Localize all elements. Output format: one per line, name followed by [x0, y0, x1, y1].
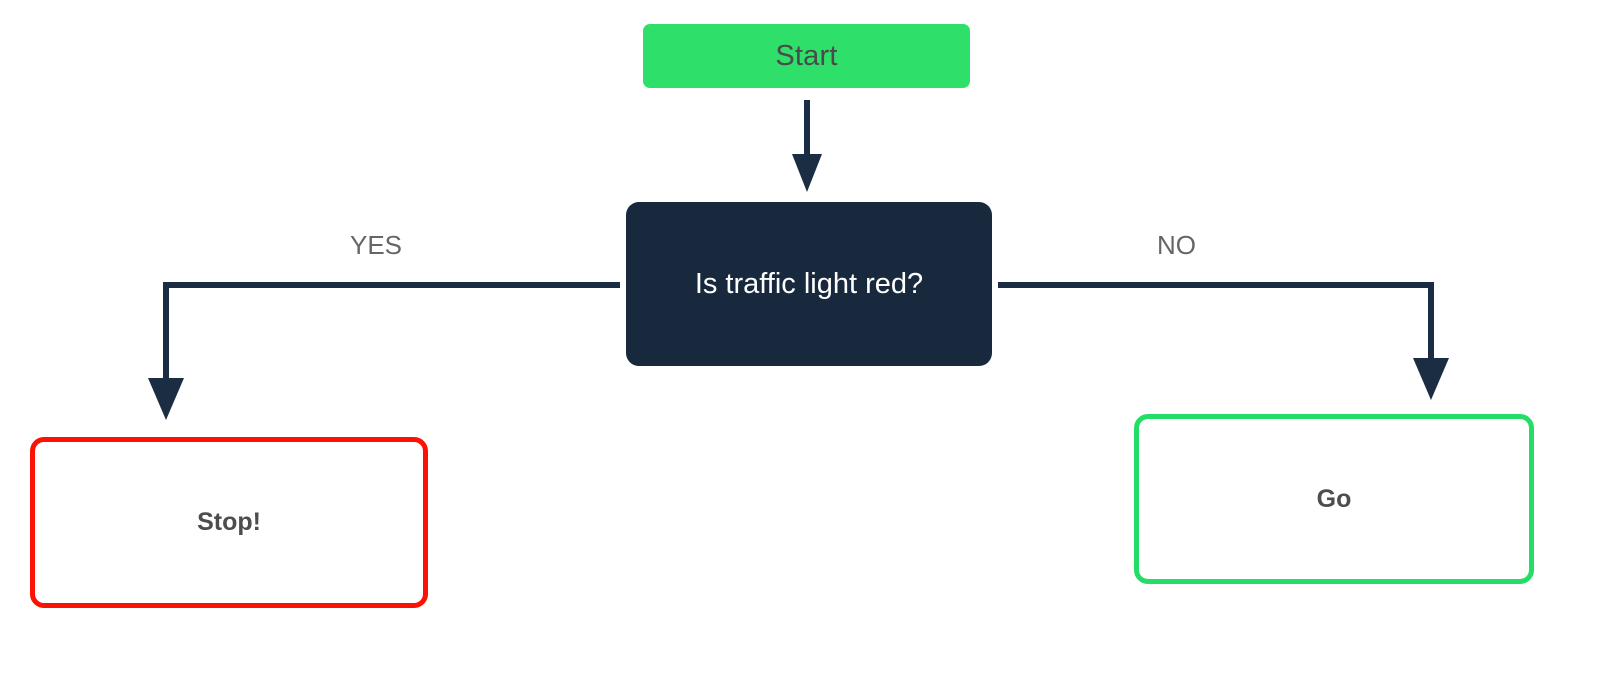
- edge-label-no: NO: [1157, 230, 1196, 260]
- edge-start-to-decision: [792, 100, 822, 192]
- node-stop[interactable]: Stop!: [30, 437, 428, 608]
- node-go[interactable]: Go: [1134, 414, 1534, 584]
- edge-decision-to-go: [998, 282, 1449, 400]
- node-decision-traffic-light[interactable]: Is traffic light red?: [626, 202, 992, 366]
- edge-label-yes: YES: [350, 230, 403, 260]
- edge-decision-to-stop: [148, 282, 620, 420]
- node-start[interactable]: Start: [643, 24, 970, 88]
